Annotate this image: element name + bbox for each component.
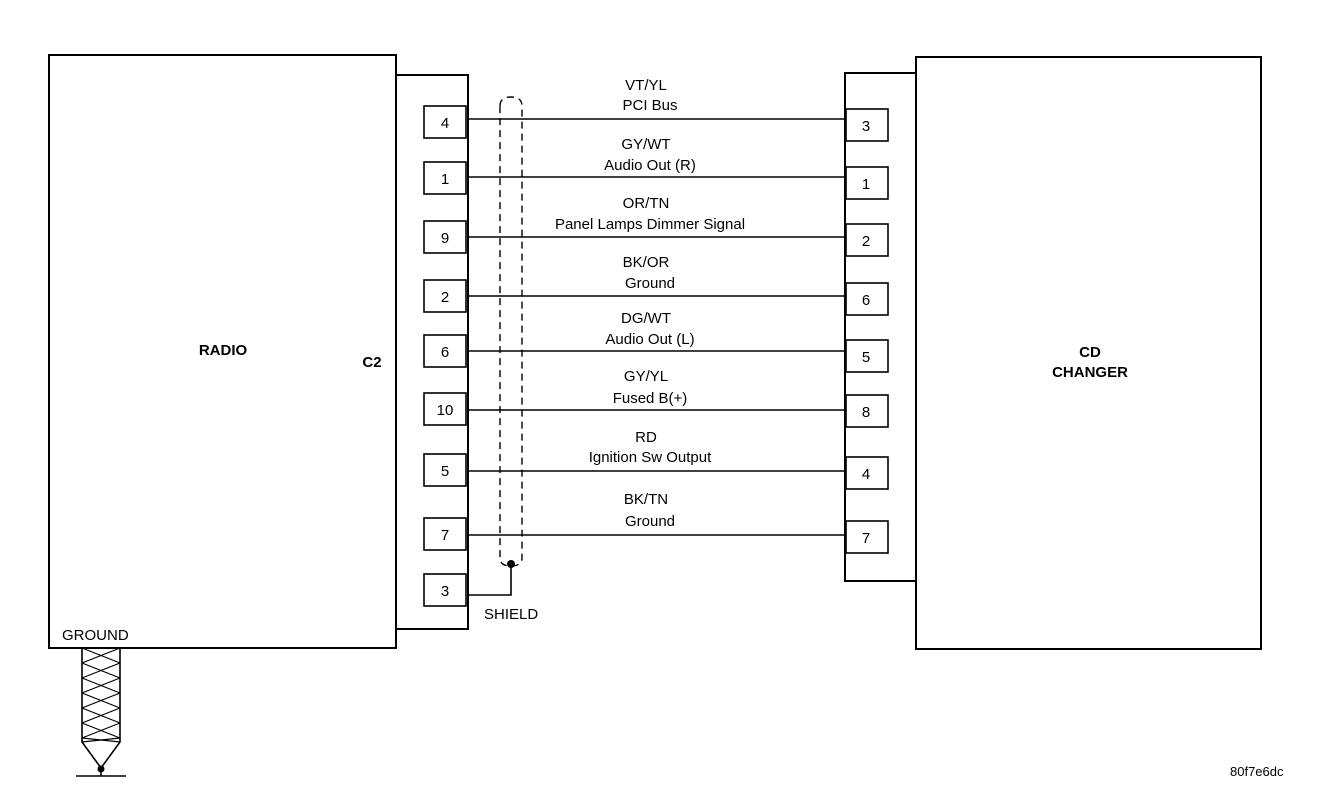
wire-function-label: Audio Out (R) [604, 157, 696, 174]
radio-pin-label: 1 [441, 171, 449, 188]
radio-pin-box [423, 105, 467, 139]
cd-pin-label: 8 [862, 404, 870, 421]
shield-label: SHIELD [484, 606, 538, 623]
cd-changer-label-line1: CD [1079, 344, 1101, 361]
cd-pin-label: 1 [862, 176, 870, 193]
wire-color-label: GY/WT [621, 136, 670, 153]
wire-function-label: Ground [625, 513, 675, 530]
wire-circuit: 2 6 BK/OR Ground [423, 254, 889, 316]
cd-changer-module: CD CHANGER [915, 56, 1262, 650]
radio-pin-label: 2 [441, 289, 449, 306]
radio-module: RADIO GROUND [48, 54, 397, 649]
wire-circuit: 7 7 BK/TN Ground [423, 491, 889, 554]
cd-pin-box [845, 520, 889, 554]
radio-pin-label: 9 [441, 230, 449, 247]
cd-pin-box [845, 456, 889, 490]
figure-id: 80f7e6dc [1230, 764, 1284, 779]
wire-circuit: 5 4 RD Ignition Sw Output [423, 429, 889, 490]
cd-pin-box [845, 339, 889, 373]
cd-pin-box [845, 223, 889, 257]
cd-changer-connector [844, 72, 917, 582]
shield-drain-wire [468, 564, 512, 596]
cd-pin-label: 4 [862, 466, 870, 483]
radio-pin-box-shield [423, 573, 467, 607]
wire-color-label: BK/OR [623, 254, 670, 271]
wire-function-label: Fused B(+) [613, 390, 688, 407]
radio-pin-box [423, 517, 467, 551]
radio-pin-box [423, 279, 467, 313]
wire-circuit: 1 1 GY/WT Audio Out (R) [423, 136, 889, 200]
radio-pin-box [423, 161, 467, 195]
cd-pin-box [845, 282, 889, 316]
radio-pin-label: 7 [441, 527, 449, 544]
connector-label: C2 [362, 354, 381, 371]
cd-pin-label: 7 [862, 530, 870, 547]
wire-circuit: 9 2 OR/TN Panel Lamps Dimmer Signal [423, 195, 889, 257]
wire-color-label: VT/YL [625, 77, 667, 94]
wire-color-label: GY/YL [624, 368, 668, 385]
cd-pin-box [845, 108, 889, 142]
wire-function-label: PCI Bus [622, 97, 677, 114]
ground-symbol [76, 647, 126, 777]
wire-function-label: Audio Out (L) [605, 331, 694, 348]
wire-color-label: OR/TN [623, 195, 670, 212]
wire-circuit: 4 3 VT/YL PCI Bus [423, 77, 889, 142]
cd-pin-box [845, 394, 889, 428]
cd-pin-box [845, 166, 889, 200]
cd-changer-label-line2: CHANGER [1052, 364, 1128, 381]
radio-pin-label: 10 [437, 402, 454, 419]
wire-function-label: Panel Lamps Dimmer Signal [555, 216, 745, 233]
wire-color-label: BK/TN [624, 491, 668, 508]
wire-function-label: Ignition Sw Output [589, 449, 712, 466]
radio-pin-label: 5 [441, 463, 449, 480]
shield: 3 SHIELD [423, 96, 538, 623]
cd-pin-label: 3 [862, 118, 870, 135]
cd-pin-label: 2 [862, 233, 870, 250]
wire-circuit: 10 8 GY/YL Fused B(+) [423, 368, 889, 428]
radio-pin-label-shield: 3 [441, 583, 449, 600]
radio-pin-box [423, 453, 467, 487]
shield-outline [499, 96, 523, 567]
cd-pin-label: 6 [862, 292, 870, 309]
radio-ground-label: GROUND [62, 627, 129, 644]
radio-pin-label: 6 [441, 344, 449, 361]
cd-pin-label: 5 [862, 349, 870, 366]
radio-pin-label: 4 [441, 115, 449, 132]
wires-layer: 4 3 VT/YL PCI Bus 1 1 GY/WT Audio Out (R) 9 2 OR/T… [423, 77, 889, 554]
radio-pin-box [423, 334, 467, 368]
wire-color-label: RD [635, 429, 657, 446]
wire-circuit: 6 5 DG/WT Audio Out (L) [423, 310, 889, 373]
radio-pin-box [423, 220, 467, 254]
radio-pin-box [423, 392, 467, 426]
wire-color-label: DG/WT [621, 310, 671, 327]
radio-label: RADIO [199, 342, 248, 359]
wire-function-label: Ground [625, 275, 675, 292]
